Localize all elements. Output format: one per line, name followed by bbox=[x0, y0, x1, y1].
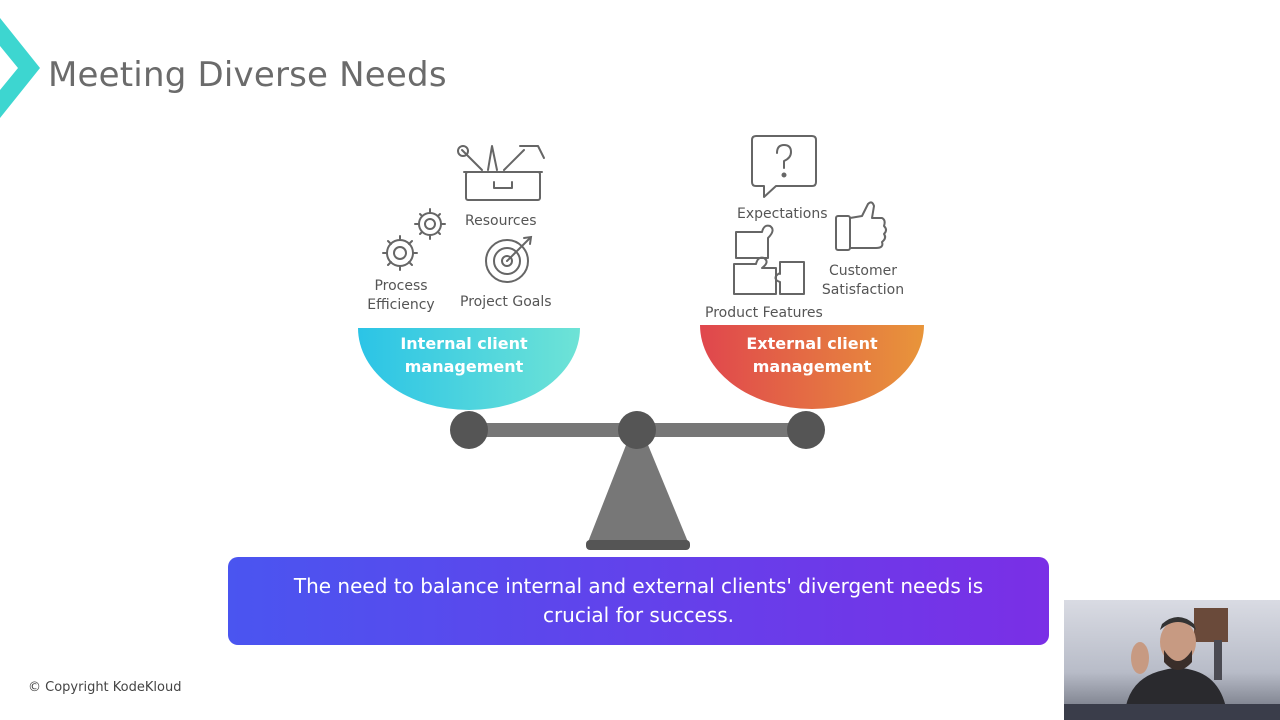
scale-stand bbox=[588, 440, 688, 542]
presenter-webcam bbox=[1064, 600, 1280, 720]
project-goals-label: Project Goals bbox=[460, 294, 552, 310]
summary-banner: The need to balance internal and externa… bbox=[228, 557, 1049, 645]
internal-client-line2: management bbox=[404, 357, 524, 376]
product-features-label: Product Features bbox=[705, 305, 823, 321]
right-bowl bbox=[700, 325, 924, 409]
accent-chevron bbox=[0, 18, 40, 118]
thumbs-up-icon bbox=[835, 201, 887, 251]
customer-satisfaction-label: Customer Satisfaction bbox=[818, 262, 908, 300]
process-efficiency-line2: Efficiency bbox=[367, 297, 435, 313]
scale-right-knob bbox=[787, 411, 825, 449]
external-client-label: External client management bbox=[737, 332, 887, 378]
customer-satisfaction-line2: Satisfaction bbox=[821, 282, 905, 298]
internal-client-line1: Internal client bbox=[400, 334, 528, 353]
copyright-text: © Copyright KodeKloud bbox=[28, 680, 182, 695]
process-efficiency-label: Process Efficiency bbox=[366, 277, 436, 315]
left-bowl bbox=[358, 328, 580, 410]
internal-client-label: Internal client management bbox=[389, 332, 539, 378]
resources-label: Resources bbox=[465, 213, 537, 229]
scale-base bbox=[586, 540, 690, 550]
gears-icon bbox=[382, 208, 446, 271]
page-title: Meeting Diverse Needs bbox=[48, 55, 447, 95]
customer-satisfaction-line1: Customer bbox=[828, 263, 897, 279]
question-bubble-icon bbox=[751, 135, 817, 198]
scale-pivot bbox=[618, 411, 656, 449]
presenter-silhouette bbox=[1064, 608, 1280, 720]
target-icon bbox=[485, 235, 533, 283]
puzzle-icon bbox=[733, 224, 805, 295]
summary-banner-text: The need to balance internal and externa… bbox=[293, 574, 984, 627]
process-efficiency-line1: Process bbox=[374, 278, 428, 294]
external-client-line1: External client bbox=[746, 334, 878, 353]
scale-left-knob bbox=[450, 411, 488, 449]
expectations-label: Expectations bbox=[737, 206, 828, 222]
toolbox-icon bbox=[457, 145, 545, 201]
external-client-line2: management bbox=[752, 357, 872, 376]
